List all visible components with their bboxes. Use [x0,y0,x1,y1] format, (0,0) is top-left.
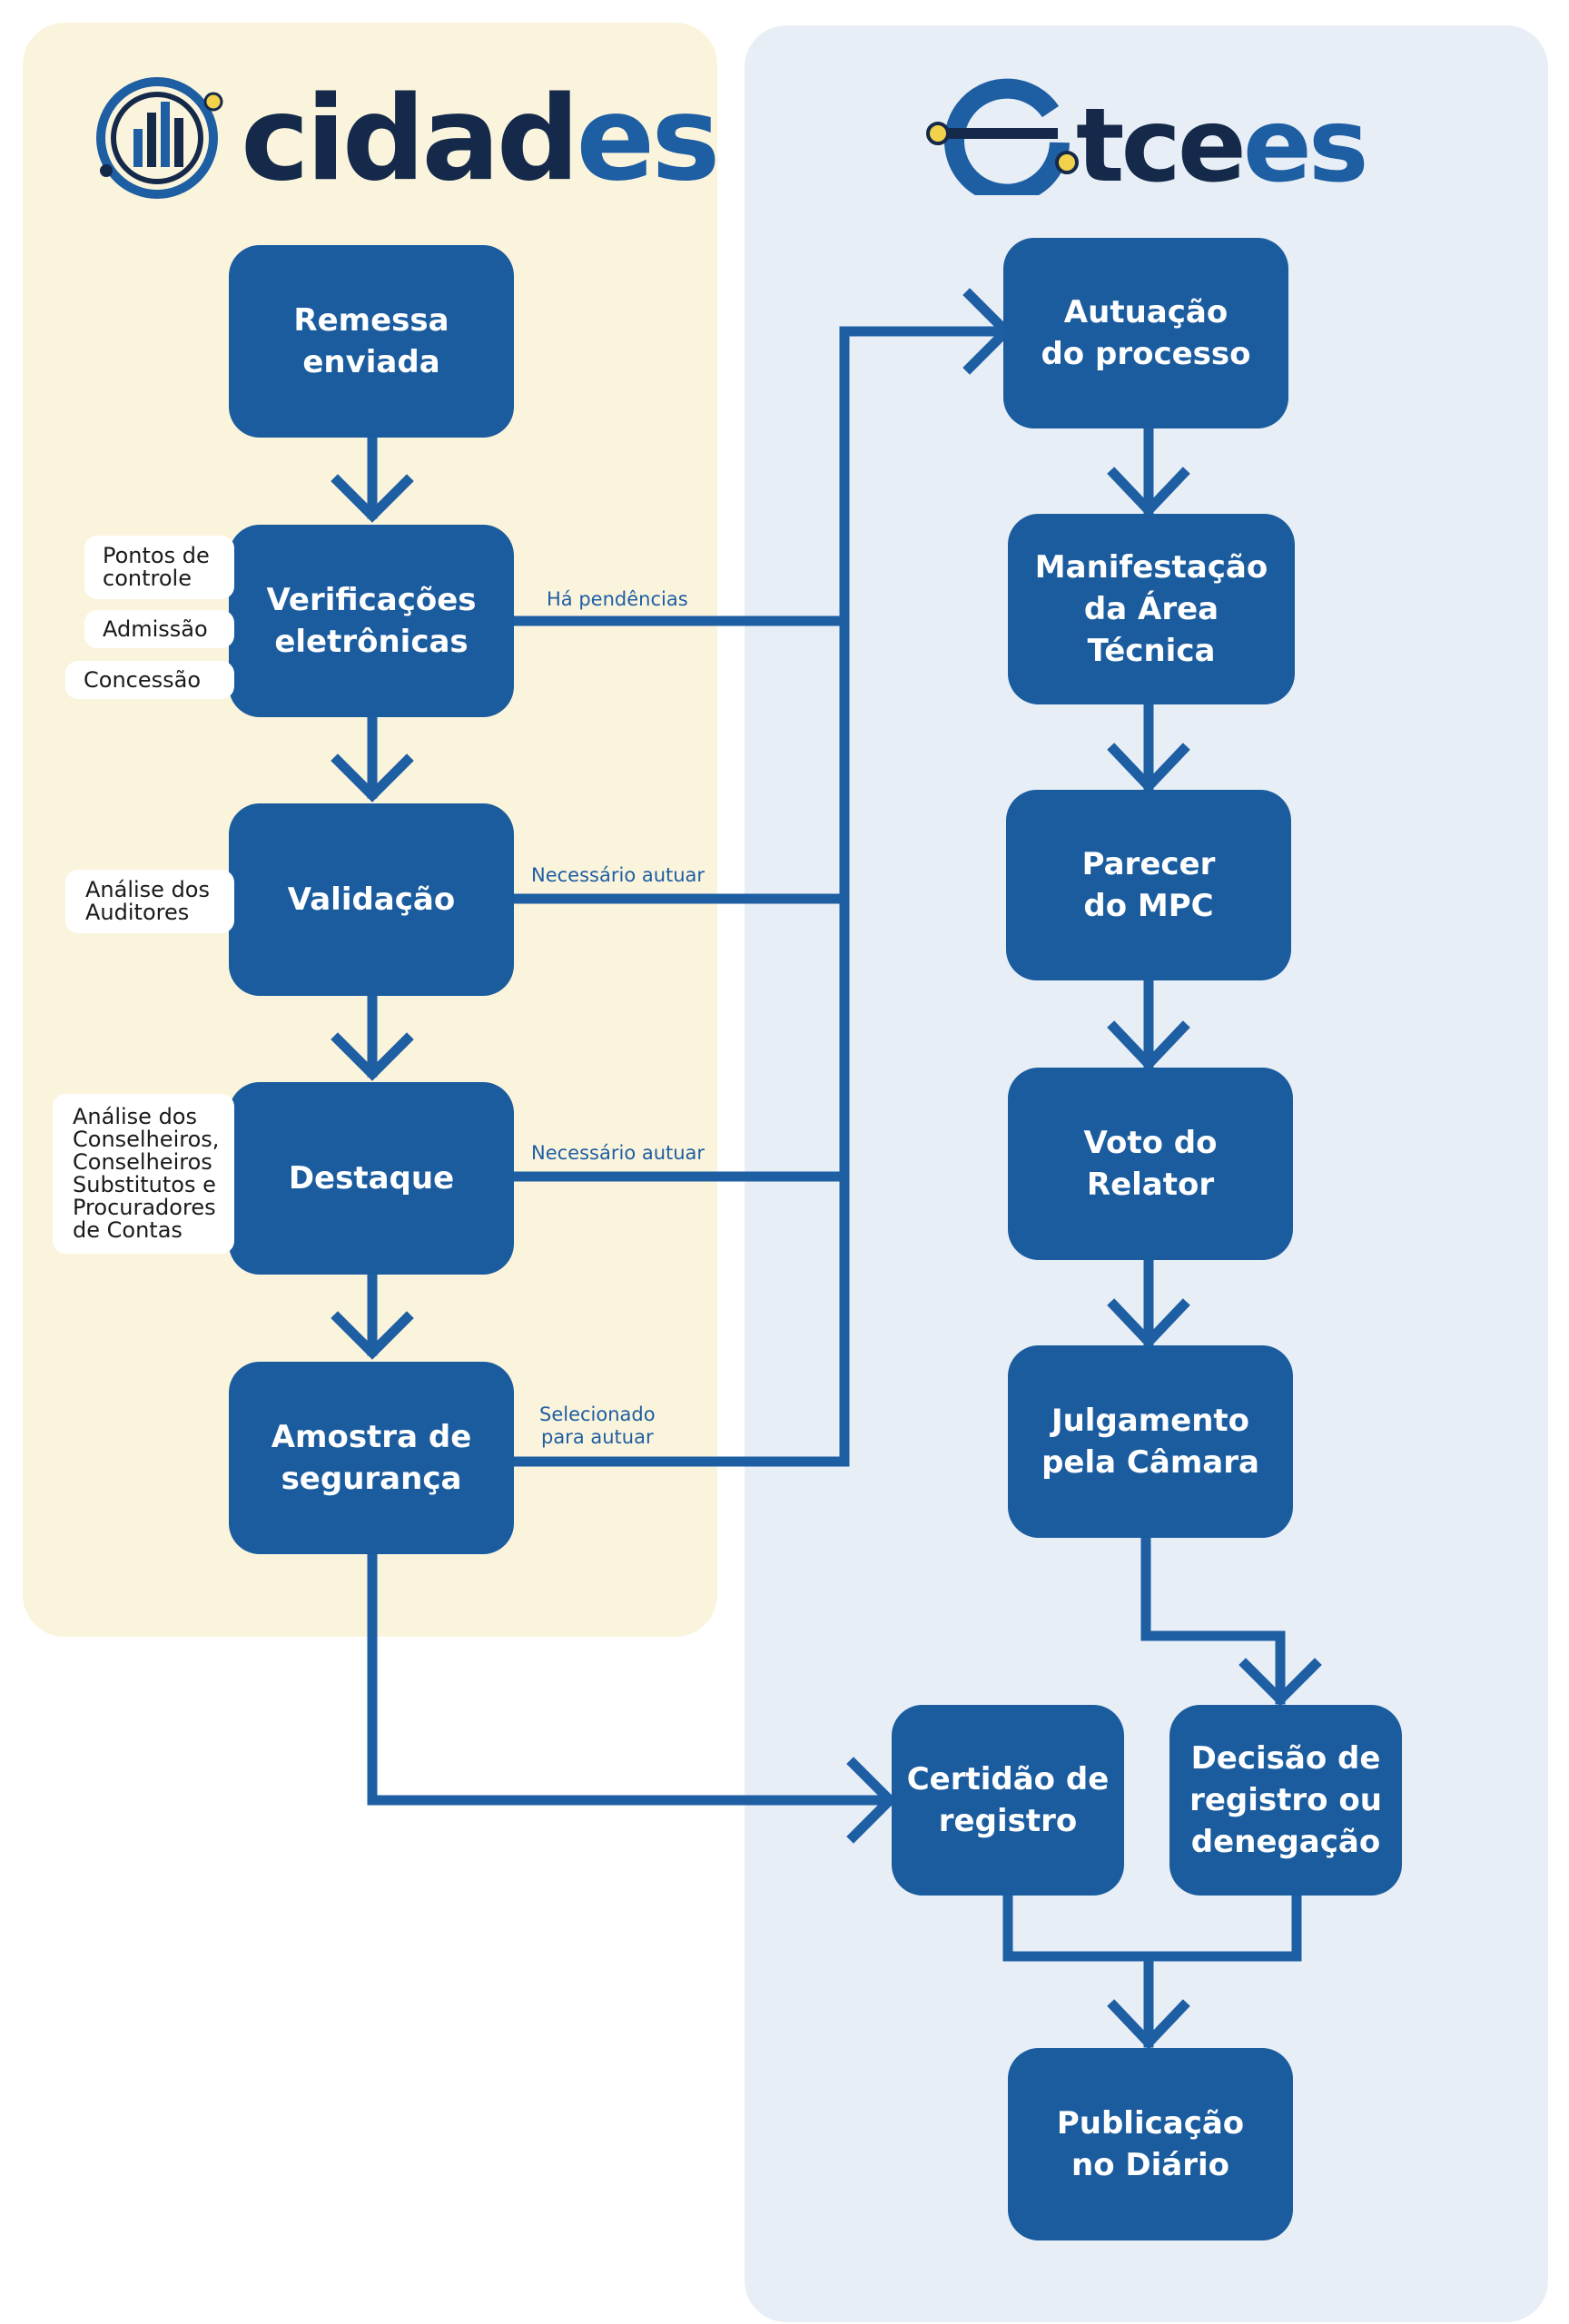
tag-analise-dos-conselheiros: Análise dos Conselheiros, Conselheiros S… [53,1094,234,1254]
node-destaque: Destaque [229,1082,514,1275]
cidades-emblem-icon [96,77,223,199]
node-validacao: Validação [229,803,514,996]
cidades-logo: cidades [86,64,720,209]
tag-analise-dos-auditores: Análise dos Auditores [65,870,234,933]
node-certidao-de-registro: Certidão de registro [892,1705,1124,1896]
node-voto-do-relator: Voto do Relator [1008,1068,1293,1260]
arrowhead-publicacao [1107,1999,1190,2050]
arrowhead-certidao [846,1757,897,1844]
tcees-wordmark-accent: es [1242,87,1369,205]
tag-concessao: Concessão [65,661,234,699]
label-selecionado-para-autuar: Selecionado para autuar [539,1403,656,1448]
node-autuacao-do-processo: Autuação do processo [1003,238,1288,428]
node-julgamento-pela-camara: Julgamento pela Câmara [1008,1345,1293,1538]
tcees-emblem-icon [926,78,1079,195]
tcees-logo: tcees [922,77,1394,204]
node-verificacoes-eletronicas: Verificações eletrônicas [229,525,514,717]
node-publicacao-no-diario: Publicação no Diário [1008,2048,1293,2240]
node-remessa-enviada: Remessa enviada [229,245,514,438]
tcees-wordmark-dark: tce [1076,87,1247,205]
cidades-wordmark: cidades [241,82,720,198]
tcees-wordmark: tcees [1076,95,1369,197]
arrowhead-voto [1107,1020,1190,1071]
cidades-wordmark-dark: cidad [241,72,579,207]
arrowhead-amostra [331,1311,414,1360]
arrowhead-parecer [1107,743,1190,793]
arrowhead-julgamento [1107,1298,1190,1349]
label-necessario-autuar-2: Necessário autuar [531,1142,706,1164]
arrowhead-destaque [331,1032,414,1081]
node-amostra-de-seguranca: Amostra de segurança [229,1362,514,1554]
tag-pontos-de-controle: Pontos de controle [84,536,234,599]
node-parecer-do-mpc: Parecer do MPC [1006,790,1291,980]
arrowhead-manifestacao [1107,467,1190,517]
node-manifestacao-area-tecnica: Manifestação da Área Técnica [1008,514,1295,704]
tag-admissao: Admissão [84,610,234,648]
cidades-wordmark-accent: es [576,72,720,207]
arrowhead-verificacoes [331,474,414,523]
line-certidao-merge [1002,1890,1302,1962]
node-decisao-registro-ou-denegacao: Decisão de registro ou denegação [1169,1705,1402,1896]
arrow-julgamento-decisao [1140,1532,1286,1705]
label-necessario-autuar-1: Necessário autuar [531,864,706,886]
arrowhead-validacao [331,753,414,803]
arrow-amostra-certidao [367,1549,893,1806]
arrowhead-decisao [1238,1658,1322,1707]
label-ha-pendencias: Há pendências [547,588,688,610]
